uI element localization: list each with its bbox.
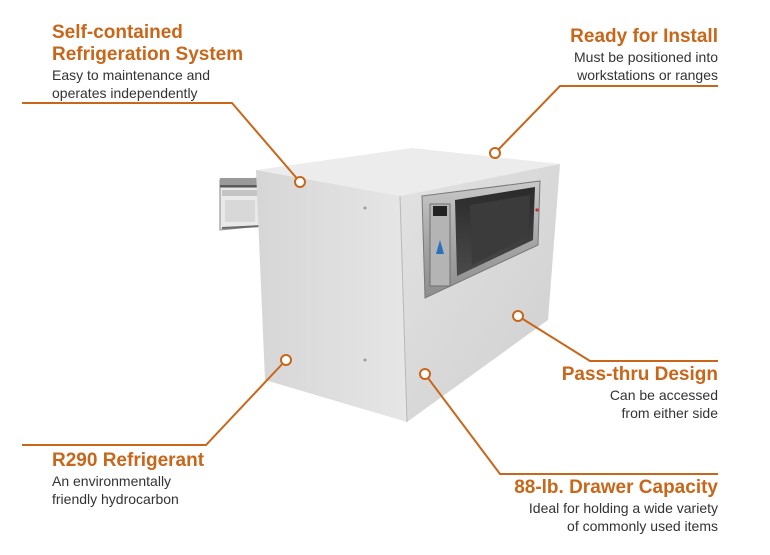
desc-line: from either side [621,405,718,421]
title-line: Ready for Install [570,26,718,47]
title-line: 88-lb. Drawer Capacity [514,477,718,498]
front-panel [421,180,541,299]
leader-line-refrigerant [22,359,287,446]
callout-pass-thru-design: Pass-thru Design Can be accessed from ei… [458,364,718,422]
callout-title: R290 Refrigerant [52,450,312,472]
desc-line: Ideal for holding a wide variety [528,500,718,516]
callout-title: Pass-thru Design [458,364,718,386]
desc-line: of commonly used items [567,518,718,534]
marker-refrigerant [280,354,292,366]
leader-line-refrigeration [22,102,301,183]
title-line: Pass-thru Design [561,364,718,385]
callout-title: Self-contained Refrigeration System [52,22,312,66]
callout-description: Must be positioned into workstations or … [458,48,718,84]
leader-line-install [494,85,718,154]
callout-drawer-capacity: 88-lb. Drawer Capacity Ideal for holding… [418,477,718,535]
marker-drawer [419,368,431,380]
title-line: Refrigeration System [52,44,244,65]
leader-line-drawer [424,373,718,475]
desc-line: workstations or ranges [577,67,718,83]
marker-passthru [512,310,524,322]
leader-line-passthru [517,315,718,362]
callout-description: Can be accessed from either side [458,386,718,422]
drawer [219,177,263,231]
cabinet-top [256,148,560,196]
callout-title: Ready for Install [458,26,718,48]
desc-line: An environmentally [52,473,172,489]
marker-refrigeration [294,176,306,188]
title-line: Self-contained [52,22,183,43]
callout-refrigeration-system: Self-contained Refrigeration System Easy… [52,22,312,102]
desc-line: Easy to maintenance and [52,67,210,83]
desc-line: Can be accessed [609,387,718,403]
marker-install [489,147,501,159]
cabinet-side [256,170,407,422]
callout-r290-refrigerant: R290 Refrigerant An environmentally frie… [52,450,312,508]
callout-description: An environmentally friendly hydrocarbon [52,472,312,508]
desc-line: friendly hydrocarbon [52,491,179,507]
callout-description: Easy to maintenance and operates indepen… [52,66,312,102]
callout-description: Ideal for holding a wide variety of comm… [418,499,718,535]
desc-line: Must be positioned into [574,49,718,65]
callout-title: 88-lb. Drawer Capacity [418,477,718,499]
callout-ready-for-install: Ready for Install Must be positioned int… [458,26,718,84]
title-line: R290 Refrigerant [52,450,205,471]
desc-line: operates independently [52,85,198,101]
